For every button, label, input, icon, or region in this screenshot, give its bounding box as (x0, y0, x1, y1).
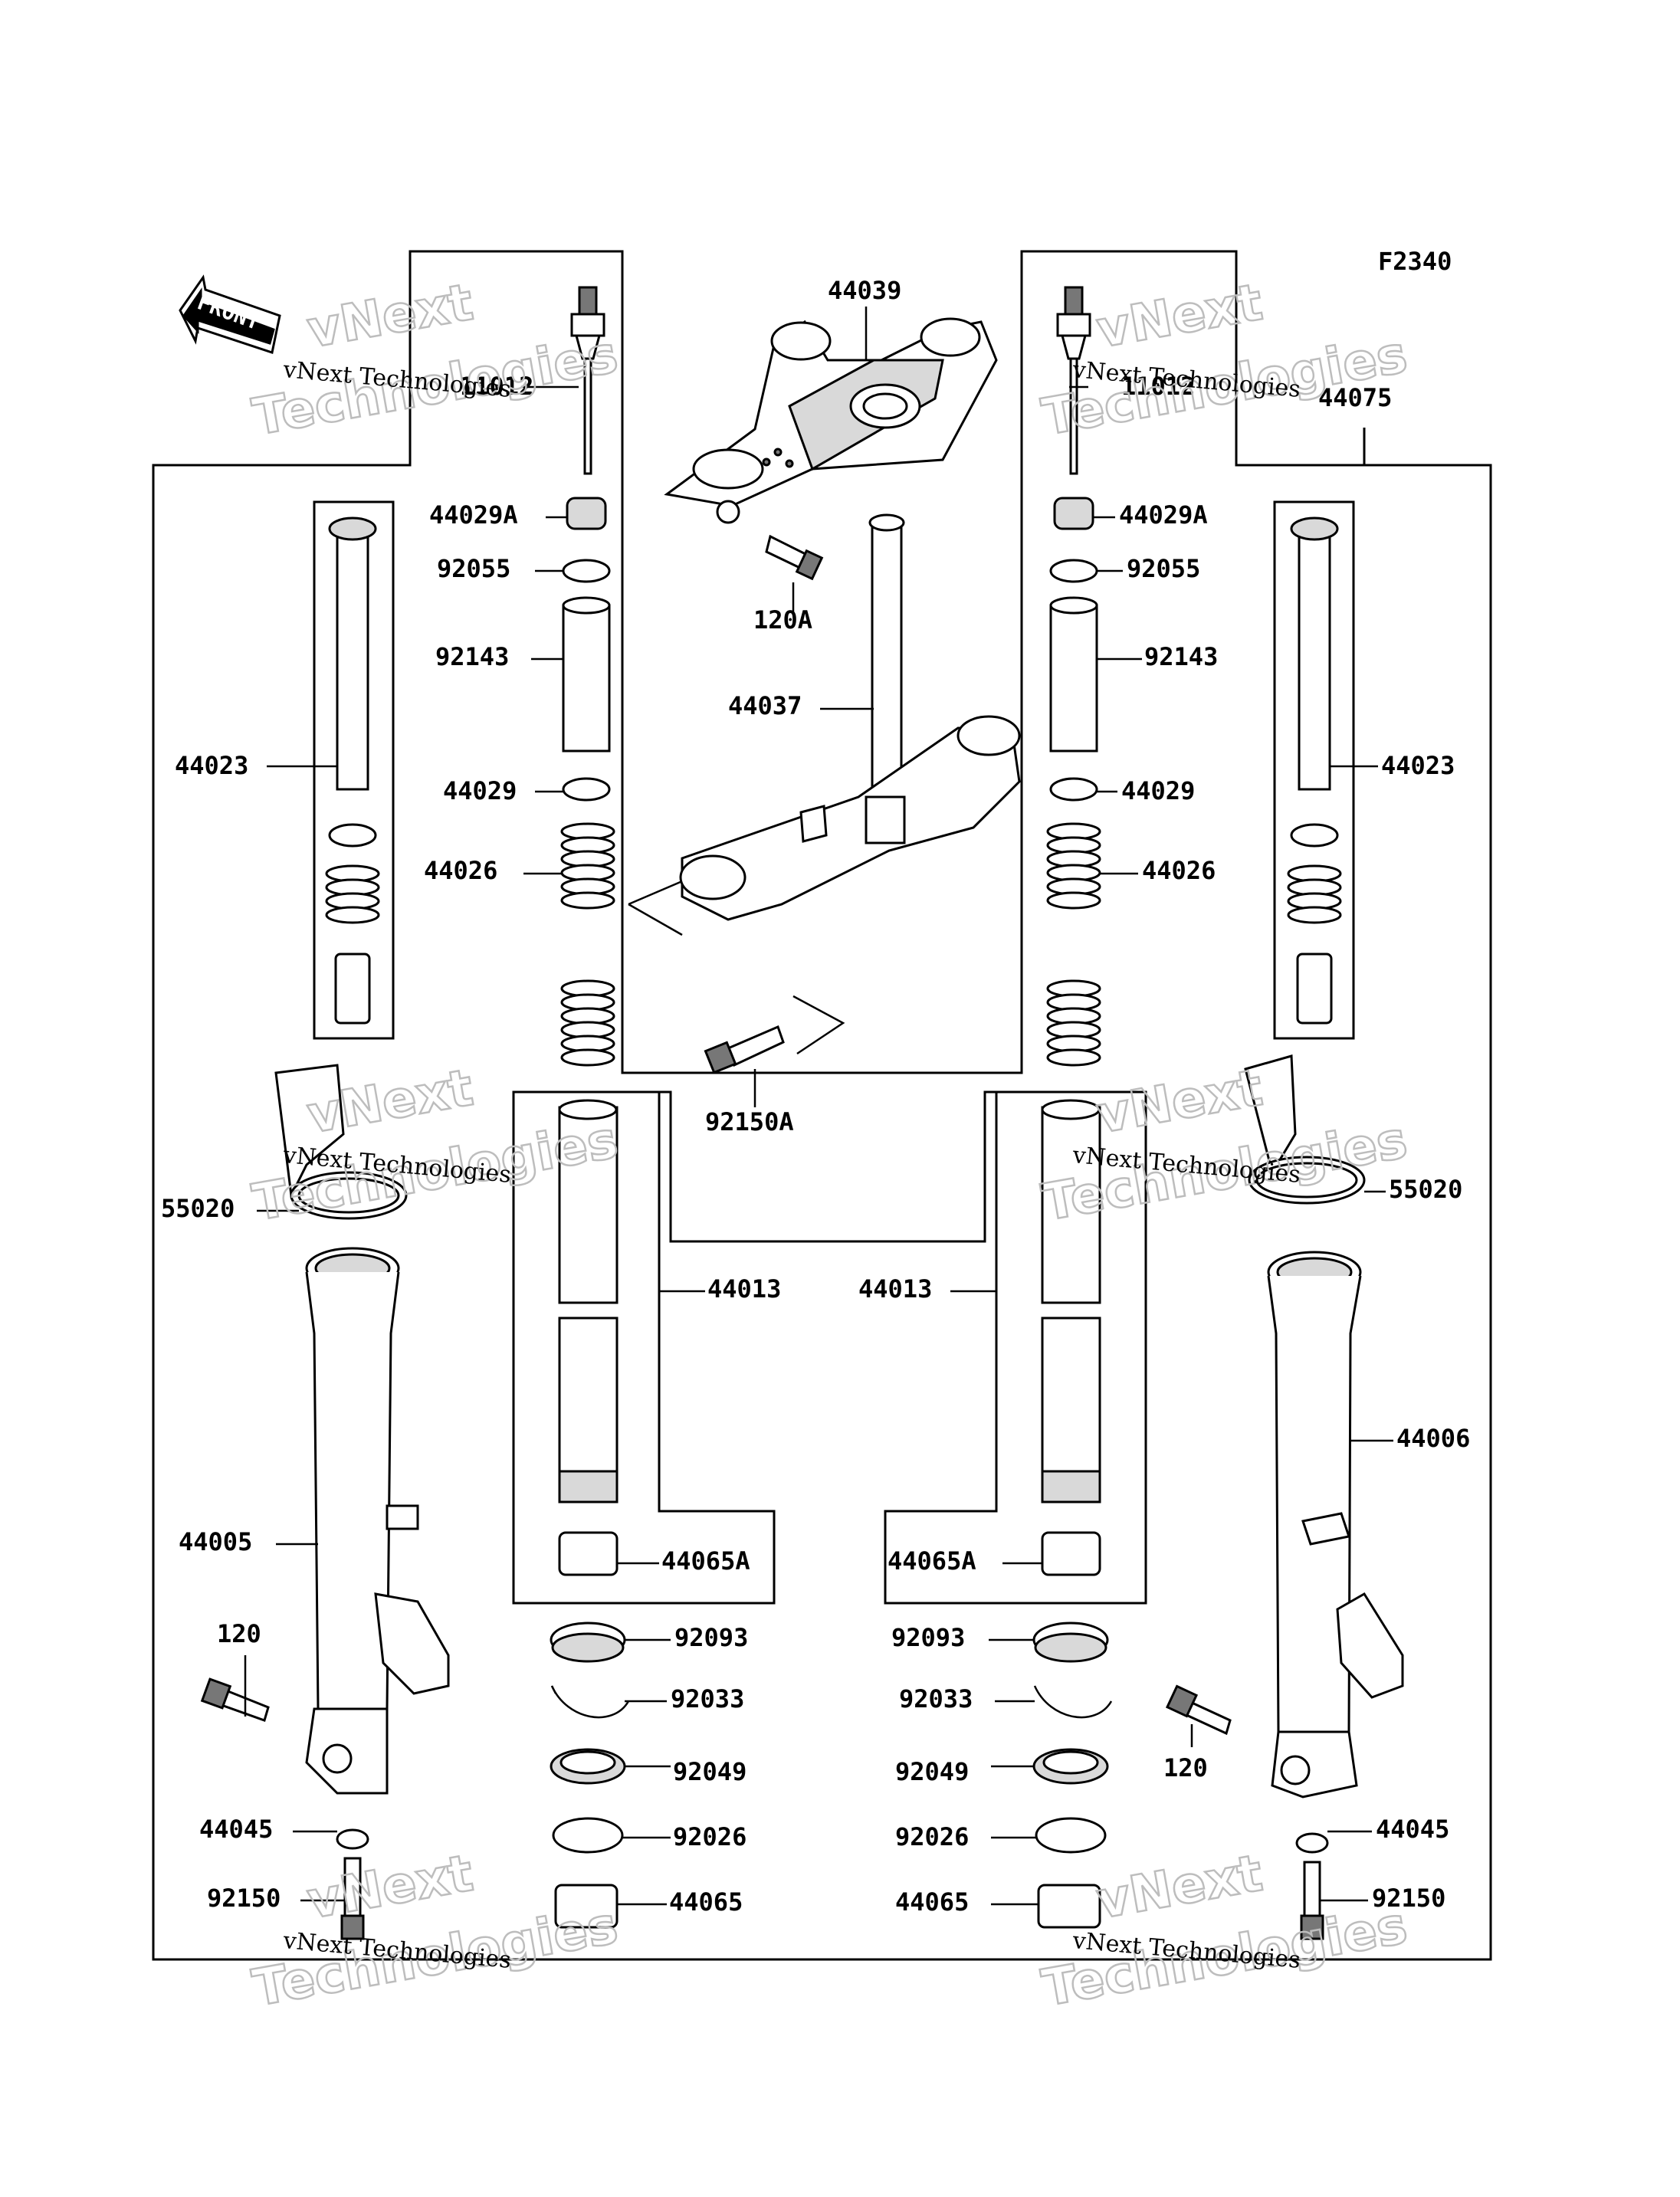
label-44065-right: 44065 (895, 1887, 969, 1917)
svg-text:vNext: vNext (303, 273, 477, 360)
svg-text:vNext: vNext (1092, 1844, 1266, 1931)
part-labels: F2340 44039 120A 44037 92150A 11012 1101… (161, 247, 1470, 1917)
spring-left-lower (560, 979, 615, 1067)
spring-left-upper (560, 822, 615, 910)
label-92033-left: 92033 (671, 1684, 744, 1713)
label-92049-right: 92049 (895, 1757, 969, 1786)
label-44013-left: 44013 (707, 1274, 781, 1303)
label-92026-left: 92026 (673, 1822, 746, 1851)
svg-text:vNext: vNext (303, 1844, 477, 1931)
right-outer-tube (1165, 1251, 1404, 1940)
watermark-2: vNext Technologies vNext Technologies (1037, 271, 1413, 448)
label-44013-right: 44013 (858, 1274, 932, 1303)
label-92033-right: 92033 (899, 1684, 973, 1713)
label-120-right: 120 (1163, 1753, 1208, 1782)
label-92143-right: 92143 (1144, 642, 1218, 671)
watermarks: vNext Technologies vNext Technologies vN… (248, 271, 1413, 2018)
label-92049-left: 92049 (673, 1757, 746, 1786)
label-55020-left: 55020 (161, 1194, 235, 1223)
right-fork-cover (1244, 1054, 1366, 1205)
label-92143-left: 92143 (435, 642, 509, 671)
steering-stem-bracket (628, 513, 1021, 936)
label-44023-right: 44023 (1381, 751, 1455, 780)
label-44029a-right: 44029A (1119, 500, 1208, 530)
label-44065a-right: 44065A (888, 1546, 976, 1576)
label-44029-right: 44029 (1121, 776, 1195, 805)
label-92055-left: 92055 (437, 554, 510, 583)
label-44026-left: 44026 (424, 856, 497, 885)
cyl-spring-left (325, 864, 380, 924)
label-120-left: 120 (217, 1619, 261, 1648)
label-92055-right: 92055 (1127, 554, 1200, 583)
watermark-6: vNext Technologies vNext Technologies (1037, 1842, 1413, 2018)
spring-right-upper (1046, 822, 1101, 910)
label-92093-right: 92093 (891, 1623, 965, 1652)
watermark-1: vNext Technologies vNext Technologies (248, 271, 623, 448)
figure-code: F2340 (1378, 247, 1452, 276)
svg-text:vNext: vNext (1092, 273, 1266, 360)
bolt-120a (765, 534, 824, 581)
label-44006: 44006 (1396, 1424, 1470, 1453)
label-44026-right: 44026 (1142, 856, 1216, 885)
label-11012-left: 11012 (460, 372, 533, 401)
label-44037: 44037 (728, 691, 802, 720)
watermark-5: vNext Technologies vNext Technologies (248, 1842, 623, 2018)
label-92150-left: 92150 (207, 1884, 281, 1913)
svg-text:vNext: vNext (1092, 1058, 1266, 1146)
label-55020-right: 55020 (1389, 1175, 1462, 1204)
label-44075: 44075 (1318, 383, 1392, 412)
left-outer-tube (200, 1247, 450, 1940)
spring-right-lower (1046, 979, 1101, 1067)
left-fork-cover (274, 1064, 408, 1220)
label-11012-right: 11012 (1121, 372, 1195, 401)
watermark-4: vNext Technologies vNext Technologies (1037, 1057, 1413, 1233)
cyl-spring-right (1287, 864, 1342, 924)
left-fork-internals (550, 286, 630, 1929)
left-cylinder (328, 516, 377, 1025)
label-44039: 44039 (828, 276, 901, 305)
label-92093-left: 92093 (674, 1623, 748, 1652)
leader-lines (244, 307, 1393, 1906)
label-44023-left: 44023 (175, 751, 248, 780)
bolt-92150a (704, 995, 845, 1074)
top-bracket (664, 317, 998, 524)
right-cylinder (1290, 516, 1339, 1025)
label-92150a: 92150A (705, 1107, 794, 1136)
label-44005: 44005 (179, 1527, 252, 1556)
label-44065a-left: 44065A (661, 1546, 750, 1576)
label-44065-left: 44065 (669, 1887, 743, 1917)
right-fork-internals (1032, 286, 1113, 1929)
label-92026-right: 92026 (895, 1822, 969, 1851)
front-arrow-icon: FRONT (179, 274, 281, 354)
label-44045-right: 44045 (1376, 1815, 1449, 1844)
label-92150-right: 92150 (1372, 1884, 1445, 1913)
label-44045-left: 44045 (199, 1815, 273, 1844)
label-120a: 120A (753, 605, 812, 635)
label-44029-left: 44029 (443, 776, 517, 805)
label-44029a-left: 44029A (429, 500, 518, 530)
group-outlines (152, 250, 1492, 1961)
